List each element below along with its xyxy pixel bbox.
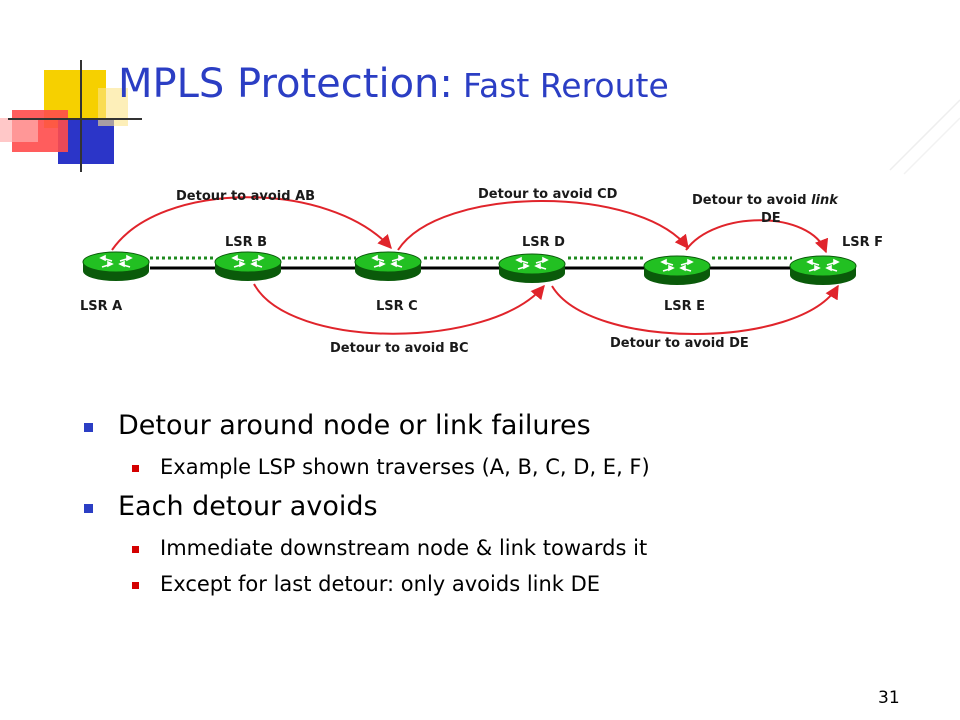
corner-lines — [889, 99, 960, 175]
sub-bullet-text: Example LSP shown traverses (A, B, C, D,… — [160, 455, 650, 479]
sub-bullet-item: Example LSP shown traverses (A, B, C, D,… — [84, 455, 650, 479]
bullet-item: Each detour avoids — [84, 491, 650, 522]
red-glow — [0, 118, 38, 142]
label-detour-link-de-prefix: Detour to avoid — [692, 193, 811, 208]
label-detour-link-de-emph: link — [811, 193, 839, 208]
label-detour-de: Detour to avoid DE — [610, 336, 749, 351]
sub-bullet-marker — [132, 465, 139, 472]
router-a — [82, 251, 150, 282]
sub-bullet-item: Immediate downstream node & link towards… — [84, 536, 650, 560]
router-c — [354, 251, 422, 282]
label-detour-link-de-line2: DE — [761, 211, 781, 226]
detour-cd-path — [397, 200, 689, 251]
corner-decoration — [0, 0, 142, 175]
network-diagram: LSR A LSR B LSR C LSR D LSR E LSR F Deto… — [80, 187, 883, 356]
router-f — [789, 255, 857, 286]
sub-bullet-marker — [132, 546, 139, 553]
page-number: 31 — [878, 688, 900, 708]
bullet-item: Detour around node or link failures — [84, 410, 650, 441]
router-b — [214, 251, 282, 282]
detour-link-de-path — [685, 219, 829, 254]
sub-bullet-text: Except for last detour: only avoids link… — [160, 572, 601, 596]
label-lsr-e: LSR E — [664, 299, 705, 314]
router-e — [643, 255, 711, 286]
sub-bullet-item: Except for last detour: only avoids link… — [84, 572, 650, 596]
title-main: MPLS Protection: — [118, 61, 453, 107]
title-sub: Fast Reroute — [463, 66, 669, 105]
bullet-marker — [84, 423, 93, 432]
label-lsr-b: LSR B — [225, 235, 267, 250]
horizontal-rule — [8, 118, 142, 120]
label-lsr-f: LSR F — [842, 235, 883, 250]
bullet-text: Each detour avoids — [118, 491, 378, 522]
label-detour-link-de: Detour to avoid link — [692, 193, 839, 208]
bullet-marker — [84, 504, 93, 513]
label-lsr-c: LSR C — [376, 299, 418, 314]
vertical-rule — [80, 60, 82, 172]
sub-bullet-marker — [132, 582, 139, 589]
sub-bullet-text: Immediate downstream node & link towards… — [160, 536, 648, 560]
detour-bc-path — [253, 283, 545, 335]
label-detour-ab: Detour to avoid AB — [176, 189, 315, 204]
bullet-list: Detour around node or link failures Exam… — [84, 410, 650, 608]
slide-title: MPLS Protection: Fast Reroute — [118, 64, 669, 104]
detour-ab-path — [111, 196, 392, 251]
label-lsr-d: LSR D — [522, 235, 565, 250]
detour-de-path — [551, 284, 839, 335]
bullet-text: Detour around node or link failures — [118, 410, 591, 441]
label-lsr-a: LSR A — [80, 299, 122, 314]
label-detour-cd: Detour to avoid CD — [478, 187, 618, 202]
router-d — [498, 253, 566, 284]
label-detour-bc: Detour to avoid BC — [330, 341, 469, 356]
